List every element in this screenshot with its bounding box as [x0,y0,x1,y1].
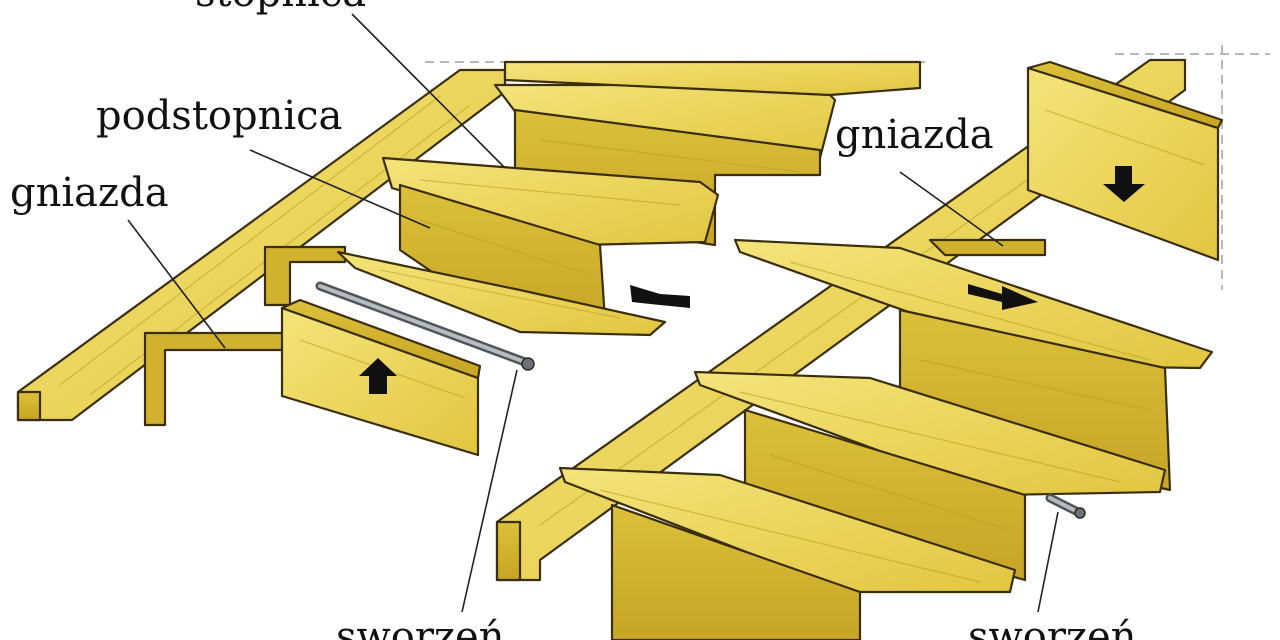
right-loose-tread [733,238,1214,370]
label-housing-right: gniazda [835,112,994,158]
left-bolt [315,281,535,371]
left-housing-slot-lower [143,331,287,427]
right-stair [495,58,1224,640]
leader-tread [351,13,506,169]
leader-housing-right [899,171,1004,247]
arrow-down-icon [1103,166,1145,202]
arrow-left-icon [630,285,690,308]
right-tread-1 [558,466,1017,594]
left-tread-middle [381,156,720,247]
arrow-right-icon [968,284,1038,310]
right-riser-2 [743,408,1027,582]
right-stringer-end [495,520,522,582]
label-tread: stopnica [195,0,366,16]
left-housing-slot-upper [263,245,347,307]
leader-bolt-right [1037,511,1059,613]
leader-bolt-left [461,369,518,613]
leader-riser [249,149,431,229]
right-loose-riser-edge [1026,60,1224,130]
left-stringer-end [16,390,42,422]
right-bolt [1045,493,1086,519]
left-loose-riser-edge [280,298,482,380]
leader-housing-left [127,219,226,349]
left-top-platform [503,60,922,97]
left-tread-lower [336,250,667,337]
arrow-up-icon [359,358,397,394]
label-bolt-left: sworzeń [336,614,504,640]
label-bolt-right: sworzeń [968,614,1136,640]
right-riser-1 [610,503,862,640]
label-housing-left: gniazda [10,170,169,216]
label-riser: podstopnica [96,93,342,139]
right-housing-slot [928,238,1047,257]
left-stair [16,60,922,457]
